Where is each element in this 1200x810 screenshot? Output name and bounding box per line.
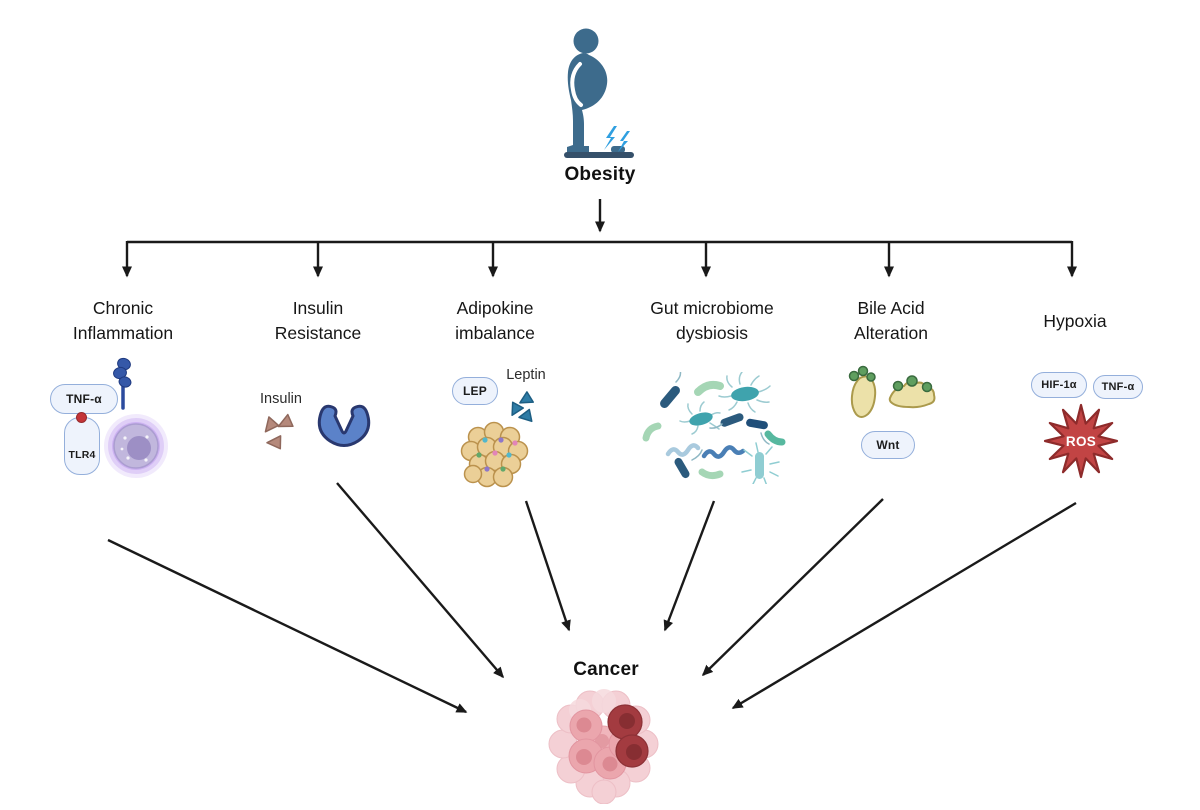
- cancer-title: Cancer: [573, 659, 639, 680]
- mechanism-label-chronic-inflammation: Chronic Inflammation: [72, 298, 174, 343]
- hif1a-pill: HIF-1α: [1031, 372, 1087, 398]
- tnf-alpha-pill-2: TNF-α: [1093, 375, 1143, 399]
- obesity-title: Obesity: [564, 164, 636, 185]
- obesity-figure-icon: [564, 28, 634, 158]
- lep-pill: LEP: [452, 377, 498, 405]
- ros-label: ROS: [1065, 433, 1097, 449]
- insulin-molecule-label: Insulin: [260, 391, 302, 407]
- ligand-dot-icon: [76, 412, 87, 423]
- ros-burst-icon: ROS: [1038, 401, 1124, 481]
- mechanism-label-bile-acid: Bile Acid Alteration: [854, 298, 928, 343]
- mechanism-label-adipokine-imbalance: Adipokine imbalance: [455, 298, 535, 343]
- to-cancer-arrow-bile-acid: [701, 498, 884, 677]
- to-cancer-arrow-insulin-resistance: [336, 482, 504, 679]
- leptin-molecule-label: Leptin: [506, 367, 546, 383]
- insulin-receptor-icon: [317, 404, 371, 447]
- stress-bolts-icon: [604, 126, 630, 152]
- adipocyte-cluster-icon: [460, 421, 529, 488]
- bile-acid-micelle-icon: [848, 365, 936, 418]
- mechanism-label-insulin-resistance: Insulin Resistance: [274, 298, 362, 343]
- to-cancer-arrow-gut-microbiome: [663, 500, 716, 632]
- mechanism-label-hypoxia: Hypoxia: [1043, 310, 1107, 331]
- tlr4-label: TLR4: [68, 449, 96, 461]
- leptin-molecules-icon: [511, 391, 534, 423]
- receptor-protein-icon: [113, 357, 132, 410]
- mechanism-label-gut-microbiome: Gut microbiome dysbiosis: [650, 298, 774, 343]
- insulin-molecules-icon: [264, 413, 294, 450]
- wnt-pill: Wnt: [861, 431, 915, 459]
- cancer-cells-icon: [548, 689, 659, 804]
- tnf-alpha-pill: TNF-α: [50, 384, 118, 414]
- to-cancer-arrow-chronic-inflammation: [107, 538, 468, 714]
- bacteria-icon: [642, 372, 786, 484]
- tlr4-receptor-pill: TLR4: [64, 412, 100, 475]
- macrophage-cell-icon: [104, 414, 168, 478]
- to-cancer-arrow-hypoxia: [731, 501, 1077, 710]
- to-cancer-arrow-adipokine-imbalance: [524, 500, 571, 632]
